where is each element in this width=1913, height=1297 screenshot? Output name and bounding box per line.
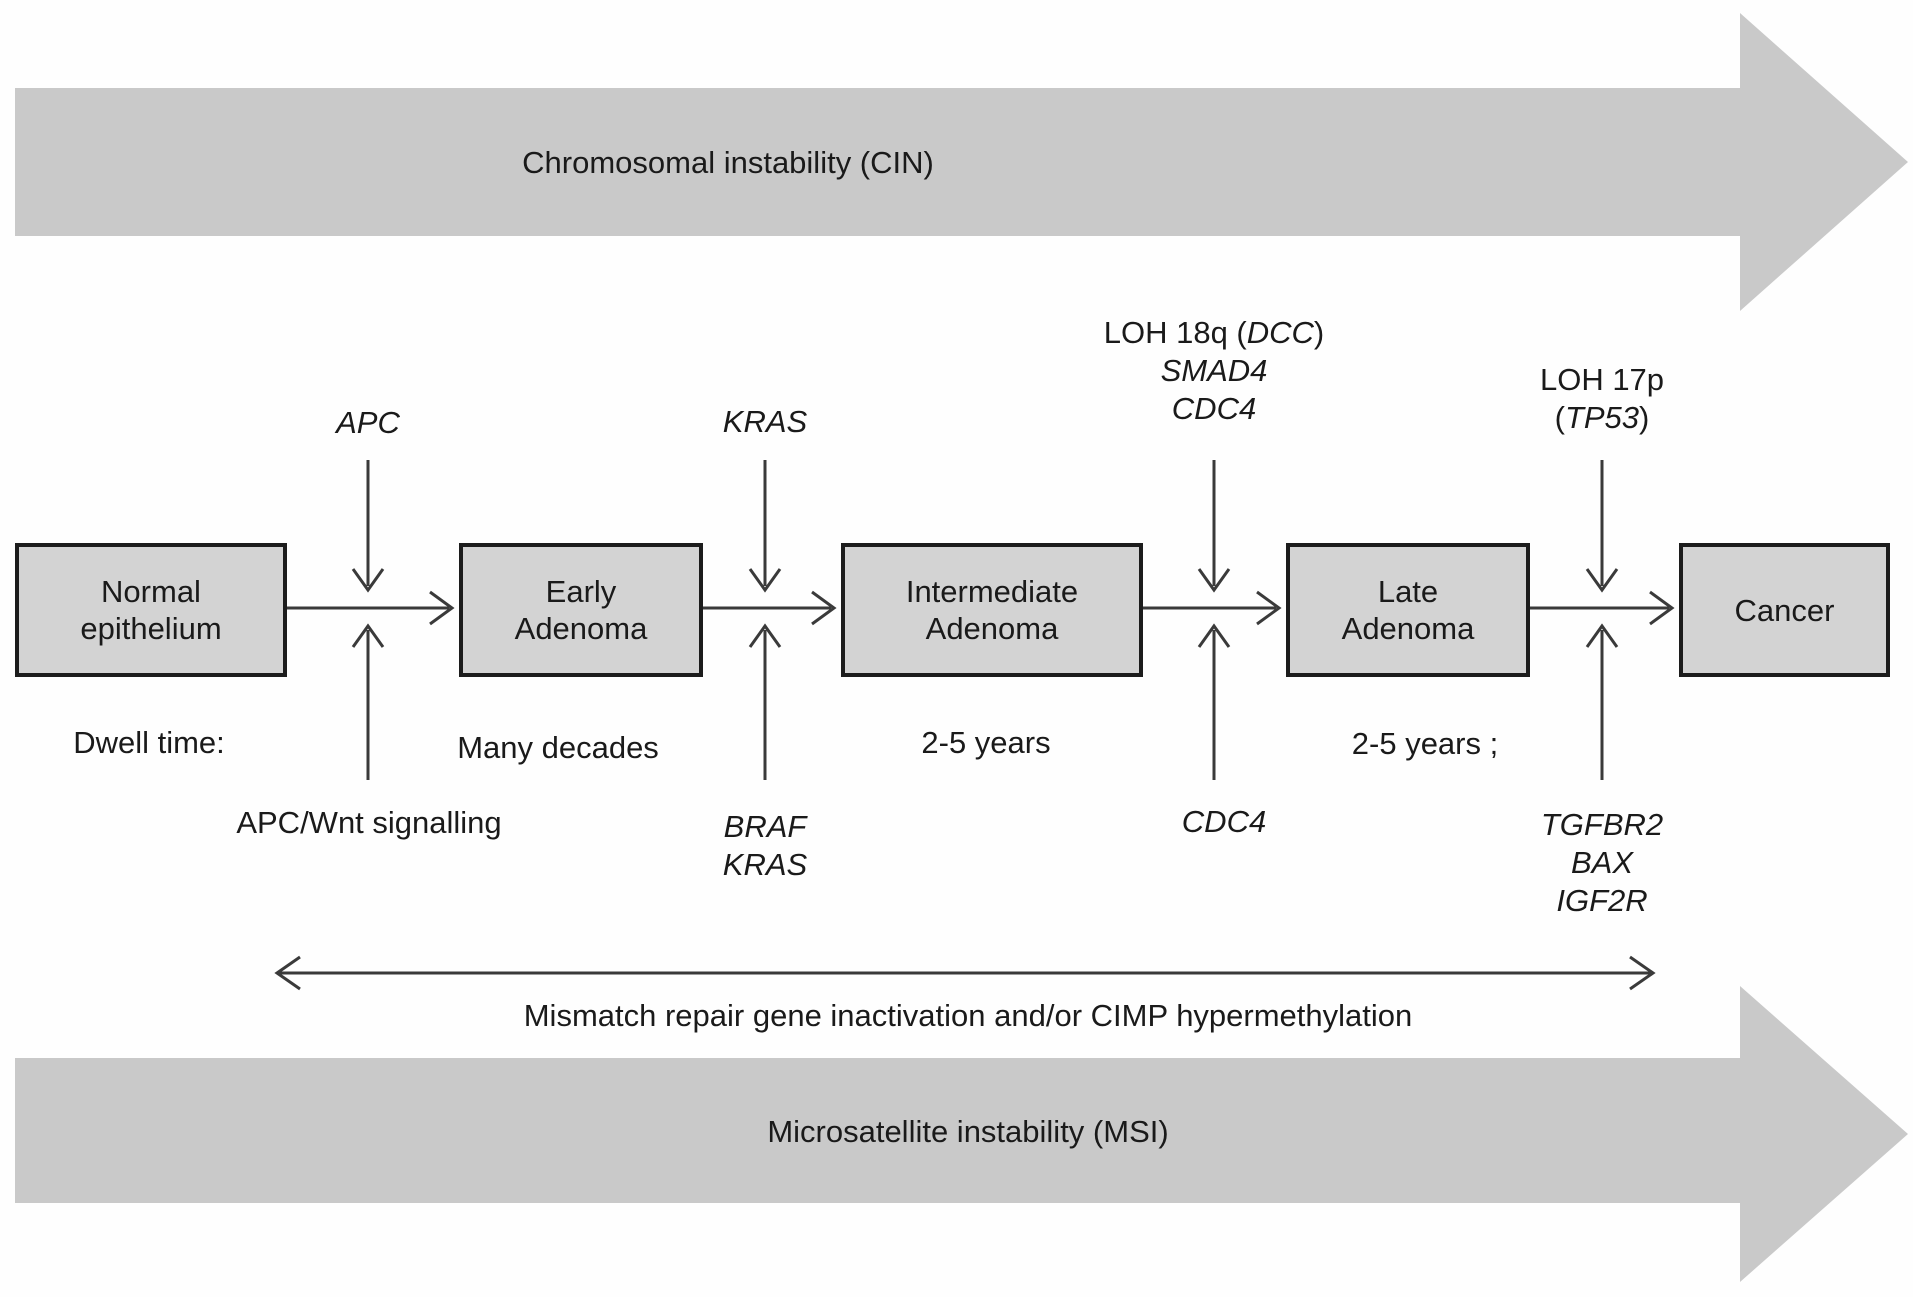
stage-box-normal-epithelium: Normal epithelium: [15, 543, 287, 677]
dwell-time-label: Dwell time:: [73, 725, 225, 761]
dwell-value-2-5-years-1: 2-5 years: [921, 725, 1051, 761]
stage-label-line1: Cancer: [1734, 592, 1835, 628]
stage-label-line2: Adenoma: [514, 611, 648, 646]
tp53-prefix: (: [1554, 400, 1565, 436]
stage-label-line1: Normal: [101, 574, 201, 609]
gene-label-loh18q: LOH 18q (DCC): [1104, 315, 1325, 351]
stage-label-line1: Late: [1377, 574, 1439, 609]
mismatch-repair-caption: Mismatch repair gene inactivation and/or…: [523, 998, 1413, 1034]
stage-label-line1: Intermediate: [905, 574, 1079, 609]
arrow-cdc4-up: [1197, 623, 1231, 780]
dwell-value-2-5-years-2: 2-5 years ;: [1351, 726, 1499, 762]
stage-box-early-adenoma: Early Adenoma: [459, 543, 703, 677]
tp53-suffix: ): [1639, 400, 1650, 436]
arrow-late-to-cancer: [1530, 590, 1675, 626]
arrow-early-to-intermediate: [703, 590, 837, 626]
gene-label-bax: BAX: [1570, 845, 1634, 881]
stage-box-late-adenoma: Late Adenoma: [1286, 543, 1530, 677]
stage-label-line1: Early: [545, 574, 617, 609]
arrow-loh17p-down: [1585, 460, 1619, 593]
dwell-value-many-decades: Many decades: [457, 730, 659, 766]
gene-label-apc: APC: [336, 405, 400, 441]
arrow-apc-down: [351, 460, 385, 593]
gene-label-tgfbr2: TGFBR2: [1540, 807, 1664, 843]
msi-band-label: Microsatellite instability (MSI): [767, 1114, 1169, 1150]
stage-label-line2: Adenoma: [1341, 611, 1475, 646]
gene-label-braf: BRAF: [723, 809, 807, 845]
arrow-tgfbr2-up: [1585, 623, 1619, 780]
stage-label-line2: epithelium: [80, 611, 222, 646]
gene-label-cdc4-top: CDC4: [1171, 391, 1257, 427]
arrow-intermediate-to-late: [1143, 590, 1282, 626]
cin-band-label: Chromosomal instability (CIN): [522, 145, 934, 181]
arrow-mismatch-double: [274, 955, 1656, 991]
gene-label-kras: KRAS: [722, 404, 808, 440]
loh18q-suffix: ): [1313, 315, 1325, 351]
arrow-loh18q-down: [1197, 460, 1231, 593]
loh18q-prefix: LOH 18q (: [1103, 315, 1247, 351]
gene-label-kras-bottom: KRAS: [722, 847, 808, 883]
gene-label-igf2r: IGF2R: [1556, 883, 1648, 919]
gene-label-smad4: SMAD4: [1160, 353, 1268, 389]
arrow-brafkras-up: [748, 623, 782, 780]
loh18q-gene-dcc: DCC: [1246, 315, 1314, 351]
gene-label-tp53: (TP53): [1555, 400, 1650, 436]
arrow-kras-down: [748, 460, 782, 593]
arrow-apcwnt-up: [351, 623, 385, 780]
stage-box-intermediate-adenoma: Intermediate Adenoma: [841, 543, 1143, 677]
tp53-gene: TP53: [1564, 400, 1640, 436]
arrow-normal-to-early: [287, 590, 455, 626]
gene-label-apc-wnt: APC/Wnt signalling: [236, 805, 502, 841]
stage-box-cancer: Cancer: [1679, 543, 1890, 677]
stage-label-line2: Adenoma: [925, 611, 1059, 646]
gene-label-cdc4-bottom: CDC4: [1181, 804, 1267, 840]
gene-label-loh17p: LOH 17p: [1539, 362, 1665, 398]
